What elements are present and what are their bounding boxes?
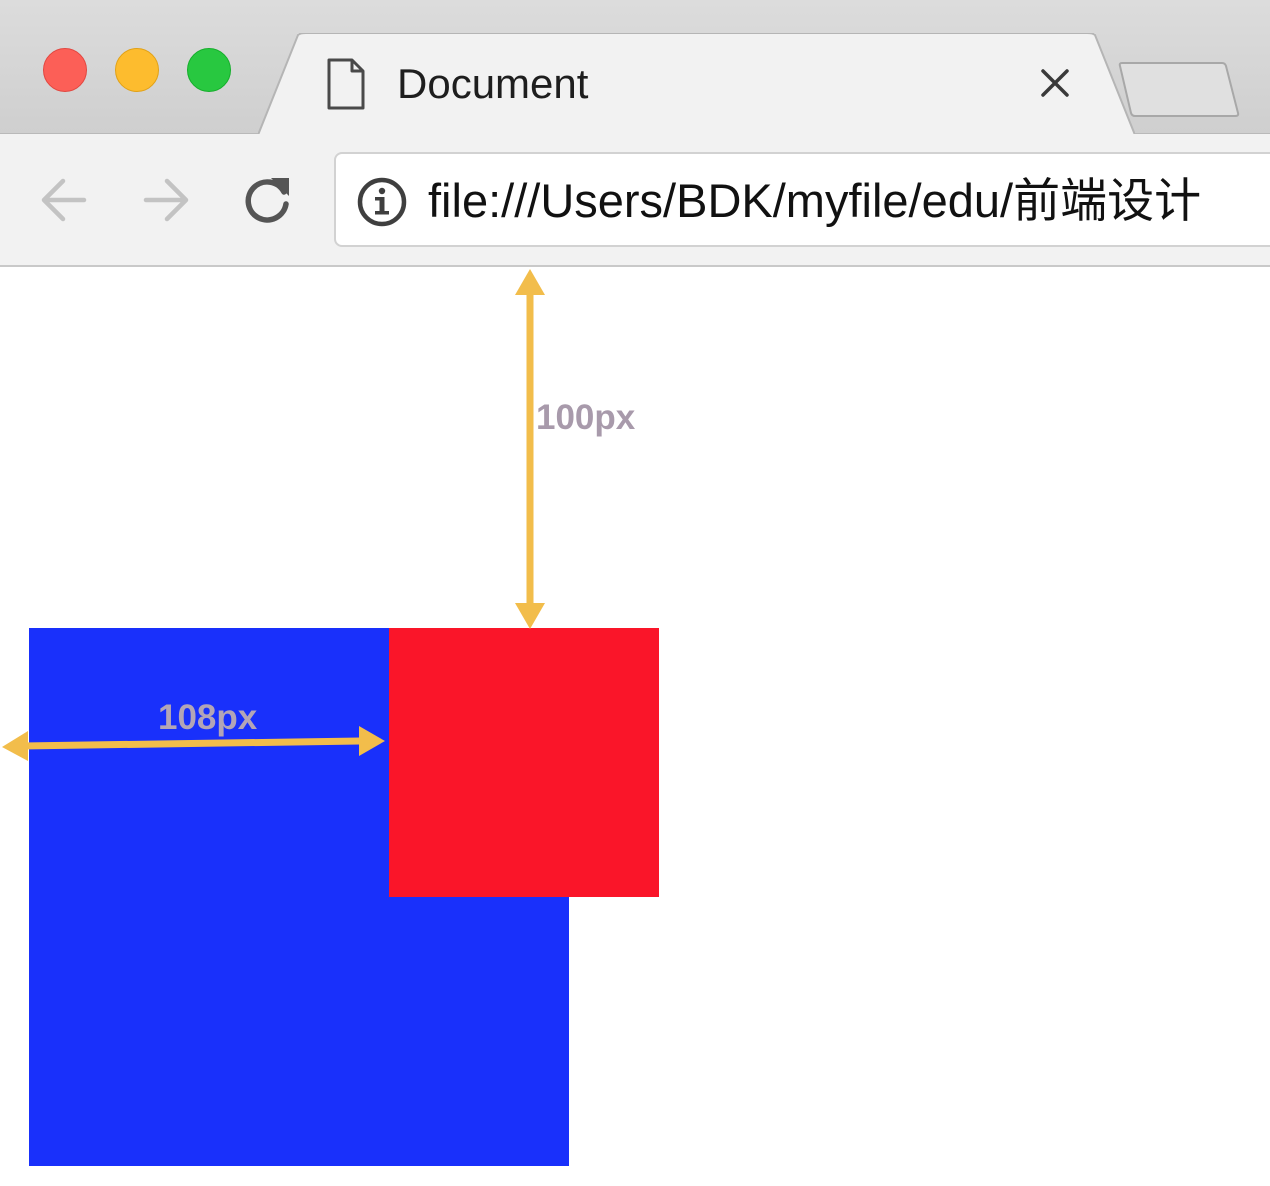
page-content: 100px 108px	[0, 269, 1270, 1186]
back-arrow-icon[interactable]	[36, 171, 94, 229]
forward-arrow-icon[interactable]	[136, 171, 194, 229]
address-bar[interactable]	[334, 152, 1270, 247]
new-tab-button[interactable]	[1118, 60, 1240, 118]
tab-strip: Document	[0, 0, 1270, 135]
window-minimize-button[interactable]	[115, 48, 159, 92]
vertical-dimension-arrow	[515, 269, 545, 629]
reload-icon[interactable]	[238, 171, 296, 229]
info-icon[interactable]	[356, 176, 408, 228]
close-tab-icon[interactable]	[1036, 64, 1074, 102]
url-text: file:///Users/BDK/myfile/edu/前端设计	[428, 174, 1202, 227]
red-box	[389, 628, 659, 897]
vertical-distance-label: 100px	[536, 398, 636, 437]
tab-title: Document	[397, 60, 589, 107]
document-icon	[327, 58, 365, 110]
window-maximize-button[interactable]	[187, 48, 231, 92]
horizontal-distance-label: 108px	[158, 698, 258, 737]
window-close-button[interactable]	[43, 48, 87, 92]
tab-document[interactable]	[258, 33, 1135, 135]
